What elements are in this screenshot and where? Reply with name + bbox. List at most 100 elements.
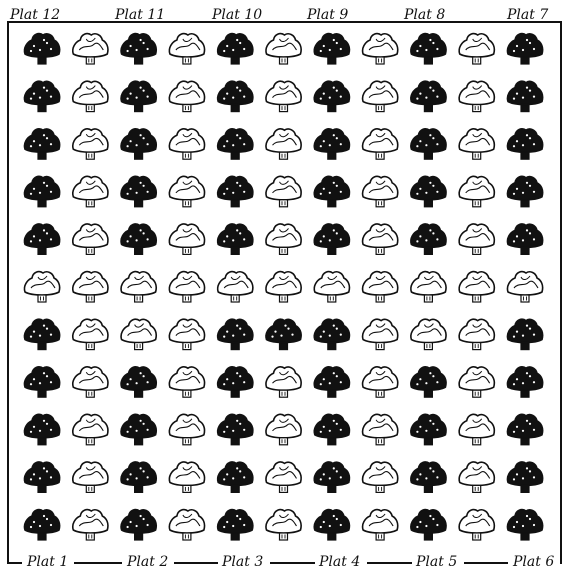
light-fruit-icon [73, 510, 108, 540]
dark-fruit-icon [266, 319, 301, 349]
dark-fruit-icon [507, 34, 542, 64]
light-fruit-icon [411, 272, 446, 302]
light-fruit-icon [169, 81, 204, 111]
dark-fruit-icon [24, 414, 59, 444]
dark-fruit-icon [218, 34, 253, 64]
light-fruit-icon [266, 34, 301, 64]
light-fruit-icon [363, 34, 398, 64]
dark-fruit-icon [218, 367, 253, 397]
light-fruit-icon [459, 81, 494, 111]
dark-fruit-icon [411, 224, 446, 254]
dark-fruit-icon [411, 367, 446, 397]
light-fruit-icon [266, 462, 301, 492]
light-fruit-icon [73, 129, 108, 159]
light-fruit-icon [363, 414, 398, 444]
plat-label-12: Plat 12 [9, 7, 60, 23]
dark-fruit-icon [507, 176, 542, 206]
light-fruit-icon [169, 414, 204, 444]
light-fruit-icon [169, 510, 204, 540]
light-fruit-icon [459, 176, 494, 206]
dark-fruit-icon [24, 367, 59, 397]
light-fruit-icon [266, 414, 301, 444]
dark-fruit-icon [24, 34, 59, 64]
dark-fruit-icon [411, 34, 446, 64]
plat-label-5: Plat 5 [415, 554, 457, 570]
light-fruit-icon [24, 272, 59, 302]
dark-fruit-icon [121, 34, 156, 64]
dark-fruit-icon [507, 224, 542, 254]
light-fruit-icon [169, 34, 204, 64]
light-fruit-icon [73, 462, 108, 492]
light-fruit-icon [363, 176, 398, 206]
dark-fruit-icon [24, 319, 59, 349]
light-fruit-icon [507, 272, 542, 302]
dark-fruit-icon [218, 462, 253, 492]
dark-fruit-icon [314, 414, 349, 444]
light-fruit-icon [266, 81, 301, 111]
dark-fruit-icon [507, 462, 542, 492]
light-fruit-icon [459, 34, 494, 64]
light-fruit-icon [363, 367, 398, 397]
dark-fruit-icon [121, 414, 156, 444]
light-fruit-icon [459, 272, 494, 302]
plat-label-11: Plat 11 [114, 7, 165, 23]
light-fruit-icon [266, 510, 301, 540]
light-fruit-icon [266, 272, 301, 302]
dark-fruit-icon [507, 81, 542, 111]
light-fruit-icon [411, 319, 446, 349]
plat-label-1: Plat 1 [26, 554, 68, 570]
light-fruit-icon [73, 319, 108, 349]
light-fruit-icon [314, 272, 349, 302]
plat-label-10: Plat 10 [211, 7, 262, 23]
dark-fruit-icon [411, 81, 446, 111]
top-plat-labels: Plat 12 Plat 11 Plat 10 Plat 9 Plat 8 Pl… [9, 7, 548, 23]
light-fruit-icon [169, 319, 204, 349]
light-fruit-icon [266, 367, 301, 397]
light-fruit-icon [363, 224, 398, 254]
dark-fruit-icon [314, 319, 349, 349]
dark-fruit-icon [507, 510, 542, 540]
light-fruit-icon [73, 367, 108, 397]
dark-fruit-icon [218, 176, 253, 206]
dark-fruit-icon [121, 367, 156, 397]
light-fruit-icon [363, 272, 398, 302]
dark-fruit-icon [411, 462, 446, 492]
light-fruit-icon [73, 414, 108, 444]
light-fruit-icon [363, 81, 398, 111]
light-fruit-icon [266, 224, 301, 254]
plat-label-3: Plat 3 [221, 554, 263, 570]
dark-fruit-icon [411, 414, 446, 444]
light-fruit-icon [73, 34, 108, 64]
light-fruit-icon [73, 176, 108, 206]
light-fruit-icon [363, 129, 398, 159]
light-fruit-icon [169, 367, 204, 397]
light-fruit-icon [363, 319, 398, 349]
dark-fruit-icon [24, 176, 59, 206]
light-fruit-icon [459, 510, 494, 540]
light-fruit-icon [73, 224, 108, 254]
light-fruit-icon [459, 319, 494, 349]
light-fruit-icon [169, 462, 204, 492]
plat-label-6: Plat 6 [512, 554, 554, 570]
dark-fruit-icon [218, 224, 253, 254]
dark-fruit-icon [24, 510, 59, 540]
dark-fruit-icon [24, 224, 59, 254]
dark-fruit-icon [314, 176, 349, 206]
plat-label-7: Plat 7 [506, 7, 548, 23]
dark-fruit-icon [314, 81, 349, 111]
light-fruit-icon [266, 129, 301, 159]
dark-fruit-icon [507, 129, 542, 159]
dark-fruit-icon [314, 224, 349, 254]
plat-label-9: Plat 9 [306, 7, 348, 23]
dark-fruit-icon [314, 129, 349, 159]
dark-fruit-icon [121, 224, 156, 254]
light-fruit-icon [218, 272, 253, 302]
light-fruit-icon [121, 272, 156, 302]
dark-fruit-icon [507, 414, 542, 444]
light-fruit-icon [459, 462, 494, 492]
light-fruit-icon [169, 224, 204, 254]
light-fruit-icon [459, 367, 494, 397]
dark-fruit-icon [218, 510, 253, 540]
dark-fruit-icon [121, 81, 156, 111]
